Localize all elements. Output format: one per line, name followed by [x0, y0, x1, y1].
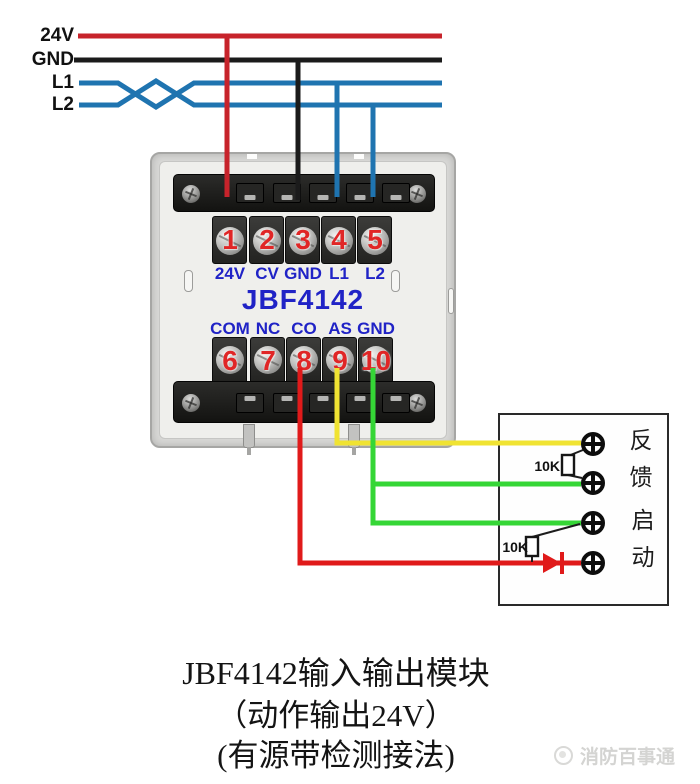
- resistor-value-label: 10K: [534, 458, 560, 474]
- watermark: 消防百事通: [554, 742, 675, 768]
- terminal-number: 9: [332, 344, 348, 376]
- connector-slot: [382, 393, 410, 413]
- bus-label-24v: 24V: [40, 25, 74, 46]
- caption-output: （动作输出24V）: [216, 698, 456, 733]
- bus-l1-wire: [79, 80, 442, 110]
- contact-icon: [354, 396, 366, 401]
- port-label-cv: CV: [255, 264, 279, 283]
- contact-icon: [317, 195, 329, 200]
- terminal-10: 10: [358, 337, 393, 384]
- terminal-3: 3: [285, 216, 320, 264]
- port-label-gnd2: GND: [357, 319, 395, 338]
- contact-icon: [317, 396, 329, 401]
- connector-slot: [382, 183, 410, 203]
- contact-icon: [390, 396, 402, 401]
- connector-slot: [273, 393, 301, 413]
- terminal-number: 10: [360, 344, 391, 376]
- terminal-screw-icon: [288, 227, 317, 255]
- port-label-com: COM: [210, 319, 250, 338]
- contact-icon: [281, 195, 293, 200]
- bottom-connector-strip: [173, 381, 435, 423]
- terminal-screw-icon: [324, 227, 353, 255]
- terminal-screw-icon: [253, 346, 282, 374]
- connector-slot: [346, 183, 374, 203]
- edge-notch: [354, 154, 364, 159]
- contact-icon: [390, 195, 402, 200]
- mount-slot: [448, 288, 454, 314]
- terminal-number: 6: [222, 344, 238, 376]
- connector-slot: [273, 183, 301, 203]
- terminal-8: 8: [286, 337, 321, 384]
- contact-icon: [354, 195, 366, 200]
- caption-title: JBF4142输入输出模块: [182, 655, 490, 691]
- contact-icon: [281, 396, 293, 401]
- top-connector-strip: [173, 174, 435, 212]
- connector-slot: [346, 393, 374, 413]
- watermark-text: 消防百事通: [580, 746, 676, 768]
- terminal-9: 9: [322, 337, 357, 384]
- terminal-screw-icon: [215, 227, 244, 255]
- resistor-value-label: 10K: [502, 539, 528, 555]
- terminal-2: 2: [249, 216, 284, 264]
- terminal-number: 8: [296, 344, 312, 376]
- mount-slot: [391, 270, 400, 292]
- terminal-7: 7: [250, 337, 285, 384]
- port-label-gnd: GND: [284, 264, 322, 283]
- circle-plus-terminal-icon: [581, 511, 605, 535]
- caption-method: (有源带检测接法): [217, 738, 455, 773]
- terminal-1: 1: [212, 216, 247, 264]
- port-label-24v: 24V: [214, 264, 246, 283]
- watermark-logo-icon: [554, 745, 573, 765]
- mount-slot: [184, 270, 193, 292]
- contact-icon: [244, 195, 256, 200]
- circle-plus-terminal-icon: [581, 551, 605, 575]
- mounting-tab: [243, 424, 255, 455]
- port-label-l1: L1: [329, 264, 349, 283]
- screw-icon: [179, 182, 203, 206]
- connector-slot: [309, 393, 337, 413]
- bus-l2-wire: [79, 78, 442, 108]
- terminal-screw-icon: [252, 227, 281, 255]
- circle-plus-terminal-icon: [581, 432, 605, 456]
- edge-notch: [247, 154, 257, 159]
- terminal-number: 1: [222, 224, 238, 255]
- bus-label-l2: L2: [51, 94, 74, 115]
- terminal-number: 7: [260, 344, 276, 376]
- port-label-l2: L2: [365, 264, 385, 283]
- terminal-number: 2: [259, 224, 275, 255]
- terminal-5: 5: [357, 216, 392, 264]
- port-label-co: CO: [291, 319, 317, 338]
- terminal-number: 5: [367, 224, 383, 255]
- port-label-nc: NC: [255, 319, 281, 338]
- terminal-4: 4: [321, 216, 356, 264]
- module-model-label: JBF4142: [241, 284, 365, 315]
- feedback-label: 反馈: [626, 428, 652, 502]
- terminal-number: 3: [295, 224, 311, 255]
- connector-slot: [236, 393, 264, 413]
- terminal-number: 4: [331, 224, 347, 255]
- mounting-tab: [348, 424, 360, 455]
- terminal-screw-icon: [360, 227, 389, 255]
- screw-icon: [179, 391, 203, 415]
- start-label: 启动: [628, 508, 654, 582]
- connector-slot: [309, 183, 337, 203]
- terminal-6: 6: [212, 337, 247, 384]
- bus-label-l1: L1: [51, 72, 74, 93]
- circle-plus-terminal-icon: [581, 471, 605, 495]
- terminal-screw-icon: [215, 346, 244, 374]
- contact-icon: [244, 396, 256, 401]
- connector-slot: [236, 183, 264, 203]
- bus-label-gnd: GND: [31, 49, 74, 70]
- port-label-as: AS: [328, 319, 352, 338]
- jbf4142-module: 1 2 3 4 5 24V CV GND L1 L2 JBF4142 C: [150, 152, 456, 455]
